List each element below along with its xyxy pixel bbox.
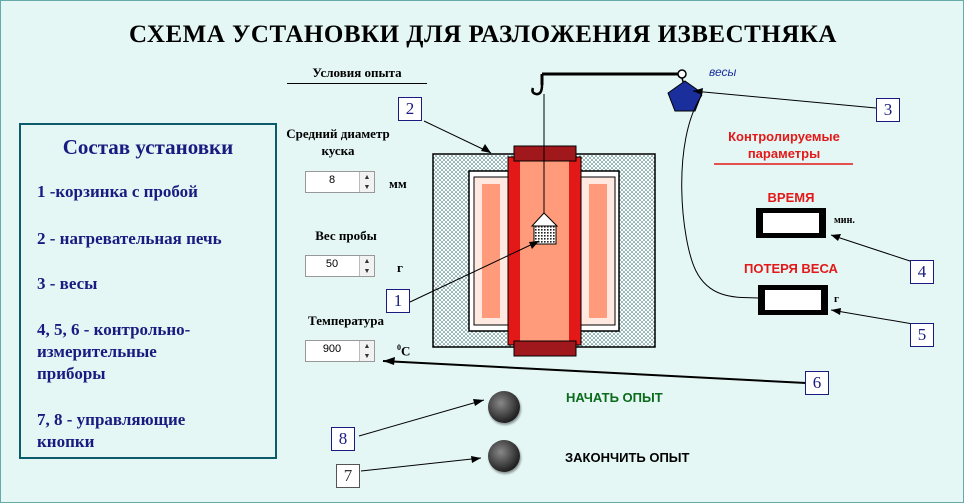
stepper-down-icon[interactable]: ▼ — [363, 352, 371, 360]
scale-wire — [681, 94, 759, 299]
time-unit: мин. — [834, 215, 855, 226]
legend-panel: Состав установки 1 -корзинка с пробой 2 … — [19, 123, 277, 459]
stepper-up-icon[interactable]: ▲ — [363, 257, 371, 265]
callout-7: 7 — [336, 464, 360, 488]
legend-item-2: 2 - нагревательная печь — [37, 229, 222, 248]
pointer-8 — [358, 399, 485, 437]
loss-unit: г — [834, 293, 839, 305]
temperature-label: Температура — [308, 313, 384, 328]
weight-label: Вес пробы — [315, 228, 377, 243]
pointer-2 — [423, 120, 492, 154]
legend-item-5: 7, 8 - управляющие кнопки — [37, 410, 186, 451]
pointer-3 — [692, 90, 877, 109]
weight-unit: г — [397, 260, 403, 275]
temperature-unit-degree: 0 — [397, 343, 401, 352]
diameter-value: 8 — [328, 174, 336, 186]
diameter-stepper[interactable]: ▲▼ — [359, 172, 374, 192]
legend-title: Состав установки — [62, 135, 234, 159]
temperature-stepper[interactable]: ▲▼ — [359, 341, 374, 361]
start-experiment-label[interactable]: НАЧАТЬ ОПЫТ — [566, 390, 663, 405]
scale-hook — [531, 84, 544, 96]
legend-item-1: 1 -корзинка с пробой — [37, 182, 198, 201]
loss-meter — [758, 285, 828, 315]
pointer-4 — [830, 234, 914, 263]
diameter-input[interactable]: 8 ▲▼ — [305, 171, 375, 193]
callout-6: 6 — [805, 371, 829, 395]
callout-2: 2 — [398, 97, 422, 121]
stepper-down-icon[interactable]: ▼ — [363, 267, 371, 275]
stepper-up-icon[interactable]: ▲ — [363, 173, 371, 181]
temperature-unit: 0C — [397, 343, 410, 359]
furnace-cap-top — [513, 145, 577, 162]
legend-item-4: 4, 5, 6 - контрольно-измерительные прибо… — [37, 320, 191, 383]
weight-stepper[interactable]: ▲▼ — [359, 256, 374, 276]
sample-basket-icon — [533, 225, 557, 245]
legend-item-3: 3 - весы — [37, 274, 98, 293]
heater-left — [482, 184, 500, 318]
callout-1: 1 — [386, 289, 410, 313]
stop-experiment-button[interactable] — [488, 440, 520, 472]
pointer-1 — [409, 240, 540, 303]
pointer-7 — [360, 457, 482, 472]
page-title: СХЕМА УСТАНОВКИ ДЛЯ РАЗЛОЖЕНИЯ ИЗВЕСТНЯК… — [129, 21, 837, 48]
weight-value: 50 — [325, 258, 339, 270]
stop-experiment-label[interactable]: ЗАКОНЧИТЬ ОПЫТ — [565, 450, 690, 465]
pointer-5 — [830, 309, 914, 325]
conditions-header: Условия опыта — [287, 65, 427, 84]
stepper-down-icon[interactable]: ▼ — [363, 183, 371, 191]
weight-input[interactable]: 50 ▲▼ — [305, 255, 375, 277]
callout-5: 5 — [910, 323, 934, 347]
time-meter-display — [763, 213, 819, 233]
scale-label: весы — [709, 65, 737, 79]
diameter-label: Средний диаметр куска — [286, 126, 390, 158]
diameter-unit: мм — [389, 176, 407, 191]
scale-pentagon-icon — [667, 80, 703, 112]
furnace-cap-bottom — [513, 340, 577, 357]
temperature-unit-letter: C — [401, 343, 411, 359]
monitored-header: Контролируемые параметры — [728, 129, 840, 161]
pointer-6 — [382, 360, 807, 384]
callout-3: 3 — [876, 98, 900, 122]
callout-4: 4 — [910, 260, 934, 284]
time-label: ВРЕМЯ — [767, 190, 815, 205]
loss-meter-display — [765, 290, 821, 310]
loss-label: ПОТЕРЯ ВЕСА — [744, 261, 838, 276]
stepper-up-icon[interactable]: ▲ — [363, 342, 371, 350]
callout-8: 8 — [331, 427, 355, 451]
heater-right — [589, 184, 607, 318]
time-meter — [756, 208, 826, 238]
start-experiment-button[interactable] — [488, 391, 520, 423]
temperature-input[interactable]: 900 ▲▼ — [305, 340, 375, 362]
temperature-value: 900 — [322, 343, 342, 355]
